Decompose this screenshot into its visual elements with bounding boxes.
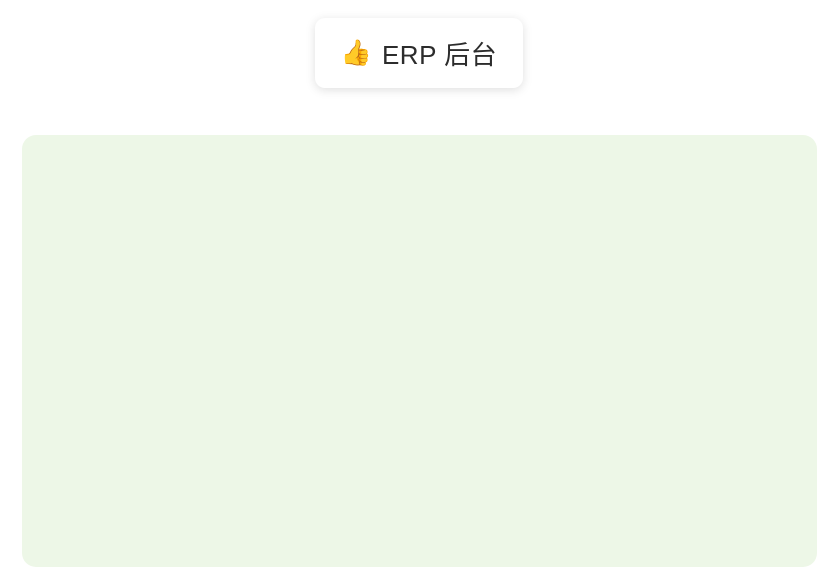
diagram-background-panel [22, 135, 817, 567]
root-node-erp-backend[interactable]: 👍 ERP 后台 [315, 18, 523, 88]
root-node-title: ERP 后台 [381, 39, 498, 70]
thumbs-up-icon: 👍 [340, 38, 372, 67]
